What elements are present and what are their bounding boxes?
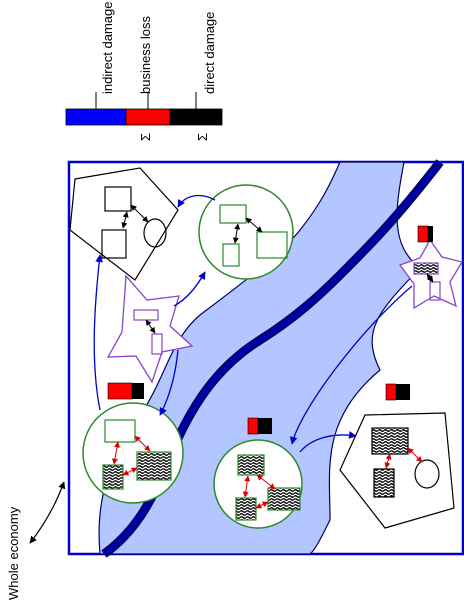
damaged-box-green [235, 497, 257, 521]
damaged-box-green [102, 464, 124, 490]
loss-indicator-black [428, 226, 433, 242]
loss-indicator-red [417, 225, 429, 243]
caption-group: Whole economy [6, 481, 66, 600]
flow-arrow [289, 285, 413, 445]
loss-indicator-red [385, 383, 397, 401]
firm-box-green [219, 204, 247, 224]
flow-arrow [159, 349, 179, 416]
firm-box-purple [429, 281, 441, 301]
region-circle-bottom-mid [213, 417, 303, 529]
firm-box-green [256, 231, 288, 259]
loss-indicator-black [258, 418, 272, 434]
firm-oval [143, 218, 167, 248]
damaged-box-green [136, 451, 172, 481]
flow-arrow [93, 254, 104, 411]
firm-oval [414, 459, 440, 489]
legend-label-direct-damage: direct damage [202, 12, 217, 94]
damaged-box [373, 468, 395, 498]
loss-indicator-red [247, 417, 259, 435]
firm-box [101, 229, 127, 259]
caption-arrow [29, 481, 66, 544]
region-circle-bottom-left [82, 382, 184, 504]
legend: indirect damage business loss direct dam… [65, 2, 223, 141]
legend-bar-business-loss [125, 108, 171, 126]
damaged-box-green [267, 487, 301, 511]
legend-label-business-loss: business loss [138, 15, 153, 94]
legend-sum-symbol-business: Σ [138, 133, 153, 141]
region-star-right [398, 225, 464, 310]
flow-arrow [299, 431, 357, 453]
legend-bar-indirect-damage [65, 108, 127, 126]
loss-indicator-black [132, 383, 144, 399]
firm-box-green [222, 243, 240, 267]
damaged-box [371, 427, 409, 455]
legend-bar-direct-damage [169, 108, 223, 126]
indirect-damage-flows [93, 194, 413, 453]
caption-whole-economy: Whole economy [6, 506, 21, 600]
legend-label-indirect-damage: indirect damage [100, 2, 115, 95]
region-pentagon-top-left [69, 167, 179, 281]
loss-indicator-black [396, 384, 410, 400]
flow-arrow [177, 194, 216, 208]
flow-arrow [173, 271, 206, 307]
region-star-left [106, 274, 194, 384]
firm-box [104, 186, 132, 212]
firm-box-green [104, 419, 136, 443]
legend-sum-symbol-direct: Σ [195, 133, 210, 141]
firm-box-purple [151, 333, 163, 355]
damaged-box-purple [413, 262, 439, 275]
region-pentagon-bottom-right [339, 383, 455, 529]
loss-indicator-red [107, 382, 133, 400]
damaged-box-green [237, 454, 265, 476]
region-circle-top-mid [198, 184, 294, 280]
